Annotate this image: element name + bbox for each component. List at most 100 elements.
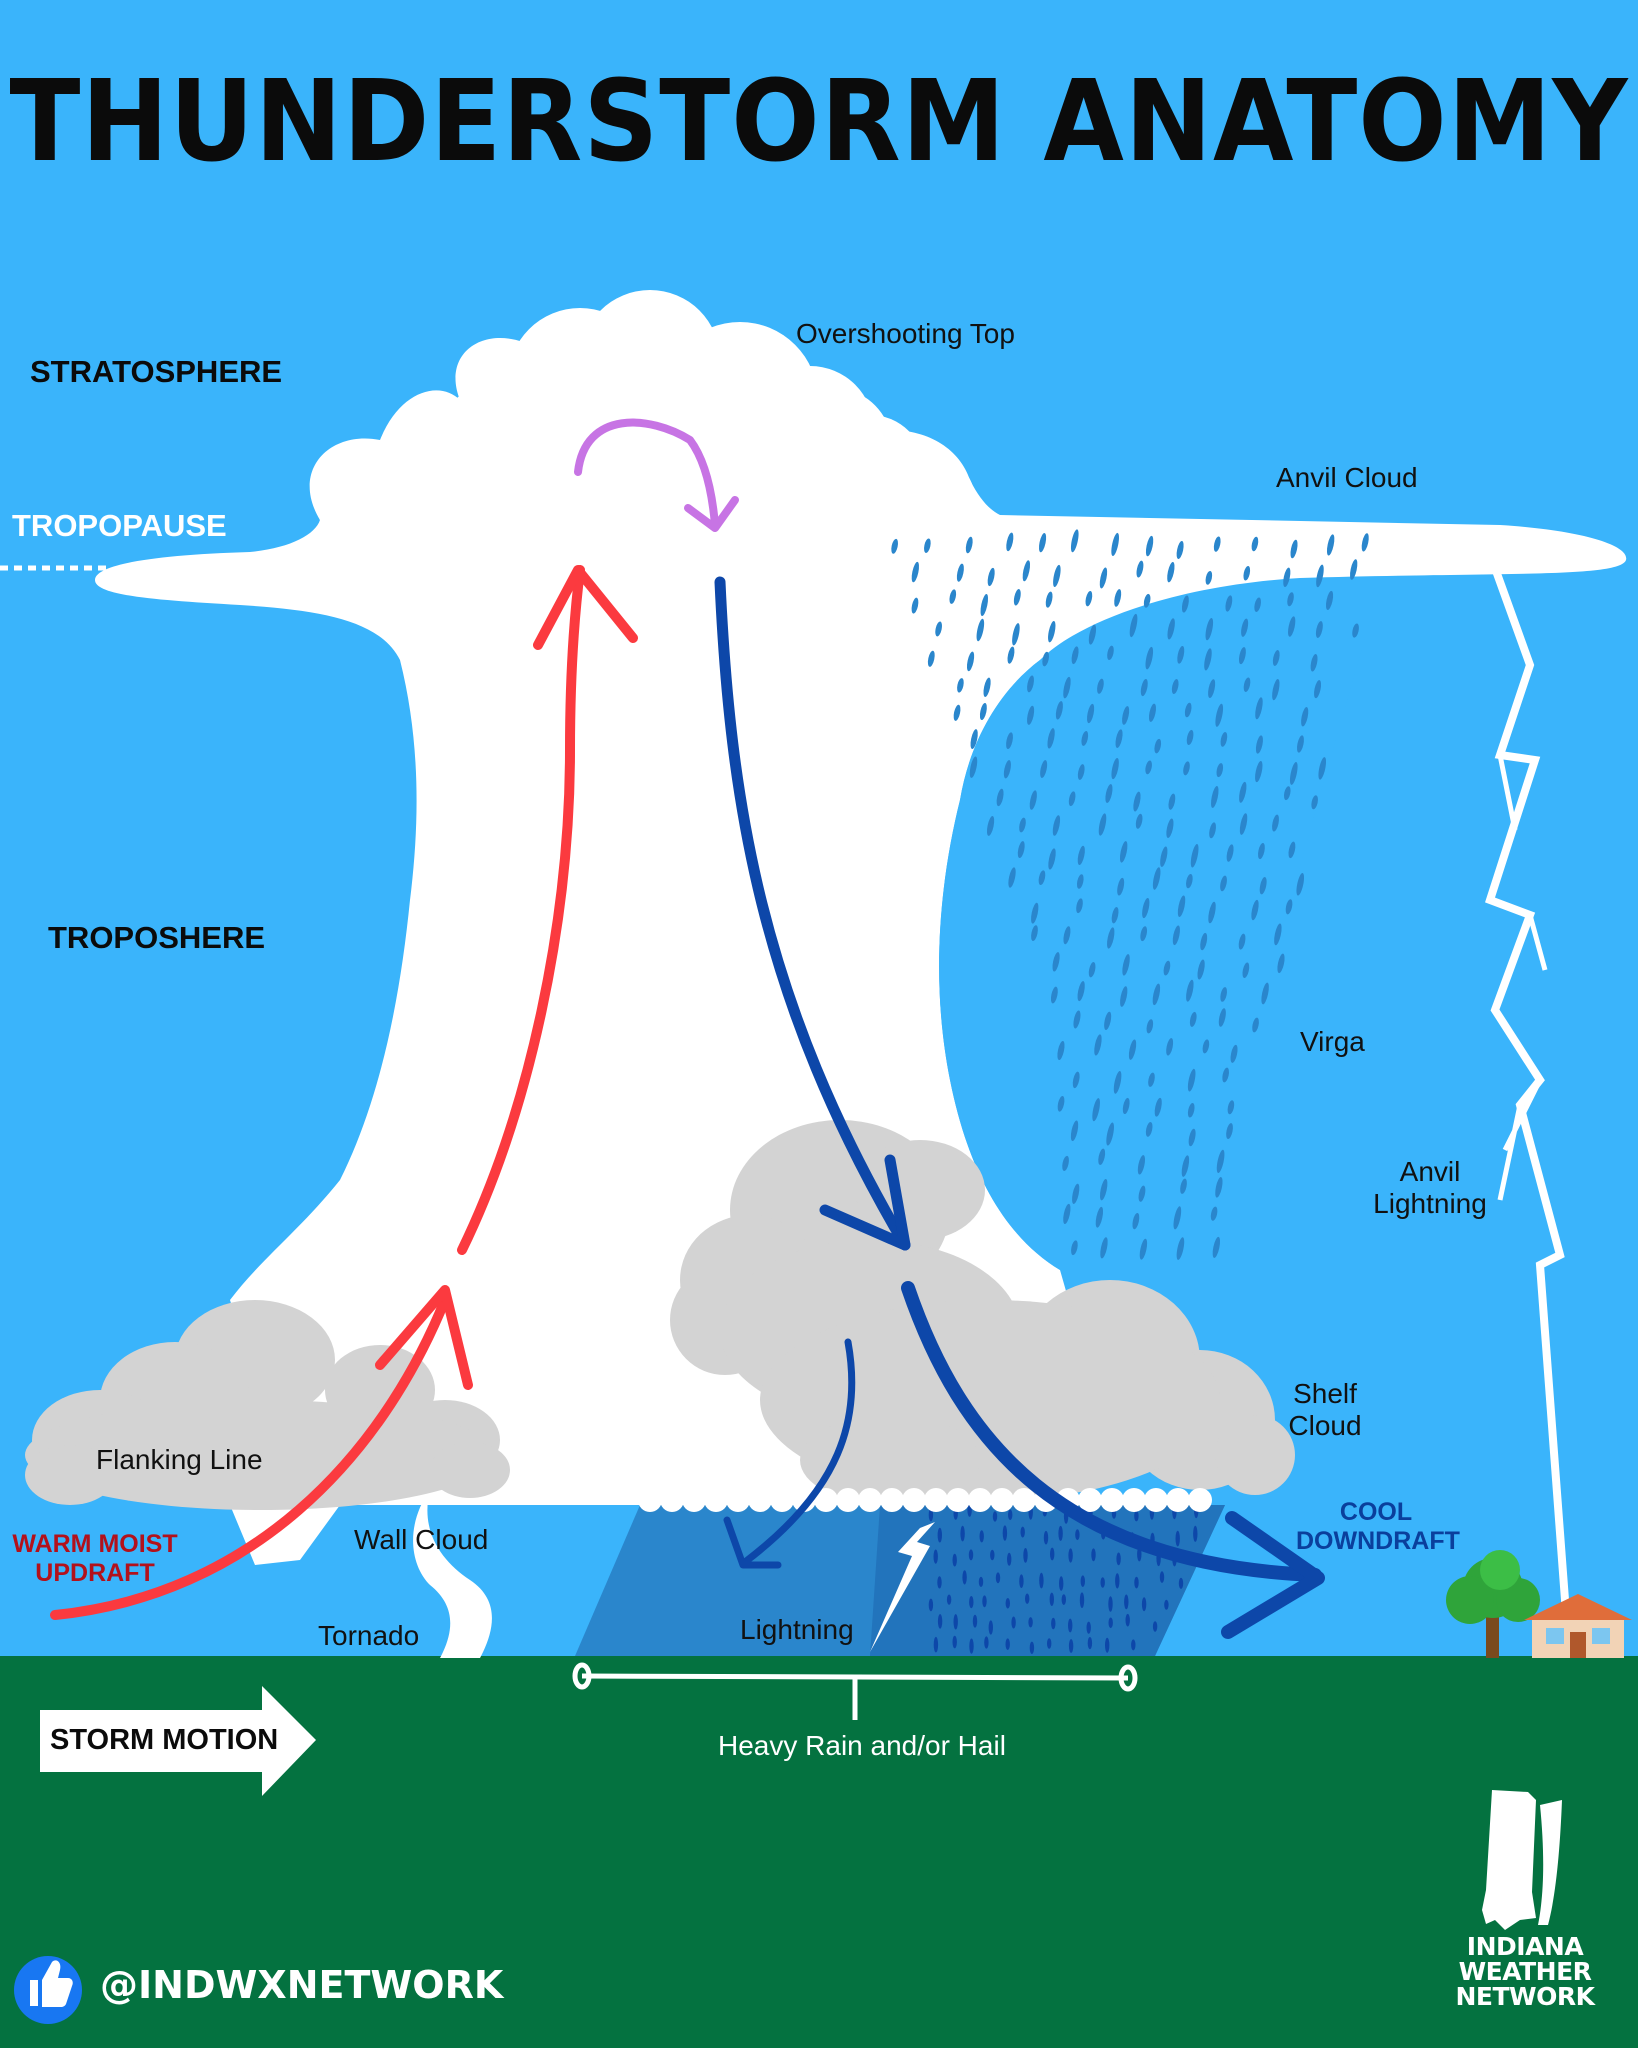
virga-raindrop bbox=[1007, 646, 1015, 664]
virga-raindrop bbox=[1071, 646, 1079, 665]
virga-raindrop bbox=[1255, 697, 1263, 720]
cloud-fringe-puff bbox=[968, 1488, 992, 1512]
virga-raindrop bbox=[1122, 1097, 1130, 1115]
heavy-raindrop bbox=[1091, 1548, 1096, 1562]
virga-raindrop bbox=[1143, 593, 1151, 608]
warm-moist-updraft-arrows bbox=[50, 565, 638, 1620]
heavy-raindrop bbox=[937, 1576, 942, 1589]
storm-motion-arrow bbox=[40, 1686, 316, 1796]
heavy-raindrop bbox=[988, 1620, 993, 1635]
virga-raindrop bbox=[1076, 898, 1083, 914]
virga-raindrop bbox=[1120, 986, 1128, 1007]
heavy-raindrop bbox=[928, 1508, 934, 1522]
heavy-raindrop bbox=[1068, 1639, 1074, 1653]
virga-raindrop bbox=[1226, 844, 1234, 862]
virga-raindrop bbox=[1187, 1103, 1195, 1118]
virga-raindrop bbox=[1152, 983, 1161, 1006]
virga-raindrop bbox=[1215, 703, 1224, 727]
virga-raindrop bbox=[1239, 813, 1248, 835]
shelf-cloud-label-line2: Cloud bbox=[1288, 1410, 1362, 1442]
virga-raindrop bbox=[1220, 987, 1227, 1002]
virga-raindrop bbox=[1166, 818, 1174, 838]
cloud-fringe-puff bbox=[902, 1488, 926, 1512]
virga-raindrop bbox=[1226, 1123, 1233, 1139]
virga-raindrop bbox=[1006, 732, 1013, 749]
virga-raindrop bbox=[1048, 848, 1056, 870]
virga-raindrop bbox=[1310, 654, 1318, 672]
virga-raindrop bbox=[1205, 617, 1214, 641]
virga-raindrop bbox=[1092, 1098, 1100, 1122]
virga-raindrop bbox=[1047, 728, 1055, 749]
virga-raindrop bbox=[1070, 1120, 1079, 1142]
cloud-fringe-puff bbox=[748, 1488, 772, 1512]
cloud-fringe-puff bbox=[1188, 1488, 1212, 1512]
heavy-raindrop bbox=[937, 1527, 942, 1543]
lightning-label: Lightning bbox=[740, 1614, 854, 1645]
virga-raindrop bbox=[1070, 529, 1079, 553]
virga-raindrop bbox=[1038, 533, 1047, 553]
virga-raindrop bbox=[1208, 679, 1216, 699]
cloud-fringe-puff bbox=[682, 1488, 706, 1512]
cool-downdraft-arrows bbox=[714, 576, 1325, 1639]
virga-raindrop bbox=[1115, 729, 1123, 748]
heavy-raindrop bbox=[1061, 1594, 1067, 1605]
heavy-raindrop bbox=[960, 1525, 965, 1542]
heavy-raindrop bbox=[946, 1594, 952, 1605]
virga-raindrop bbox=[1283, 567, 1291, 587]
virga-raindrop bbox=[1099, 1178, 1108, 1201]
shelf-cloud-label: Shelf Cloud bbox=[1270, 1378, 1380, 1442]
anvil-cloud-label: Anvil Cloud bbox=[1276, 462, 1418, 493]
heavy-raindrop bbox=[979, 1530, 984, 1543]
virga-raindrop bbox=[1055, 701, 1063, 720]
anvil-lightning-branch bbox=[1497, 754, 1548, 1201]
virga-raindrop bbox=[1122, 706, 1130, 725]
virga-raindrop bbox=[1181, 595, 1189, 613]
virga-raindrop bbox=[979, 702, 987, 721]
heavy-raindrop bbox=[1068, 1548, 1073, 1563]
virga-raindrop bbox=[1088, 962, 1096, 978]
virga-raindrop bbox=[1152, 867, 1161, 890]
heavy-raindrop bbox=[1105, 1637, 1110, 1653]
heavy-raindrop bbox=[1124, 1594, 1129, 1610]
brand-line2: WEATHER bbox=[1458, 1957, 1592, 1986]
virga-raindrop bbox=[935, 621, 942, 637]
virga-raindrop bbox=[1145, 646, 1154, 670]
social-handle: @INDWXNETWORK bbox=[100, 1963, 504, 2007]
cumulonimbus-cloud bbox=[95, 321, 1627, 1658]
heavy-raindrop bbox=[1011, 1616, 1016, 1629]
heavy-raindrop bbox=[972, 1614, 978, 1628]
virga-raindrop bbox=[980, 594, 989, 616]
virga-raindrop bbox=[969, 756, 978, 778]
virga-raindrop bbox=[1137, 1155, 1145, 1175]
heavy-raindrop bbox=[1002, 1525, 1008, 1541]
virga-raindrop bbox=[1167, 561, 1175, 583]
anvil-lightning-bolt bbox=[1485, 566, 1572, 1641]
virga-raindrop bbox=[1290, 539, 1298, 559]
heavy-raindrop bbox=[992, 1511, 998, 1522]
cloud-fringe-puff bbox=[1144, 1488, 1168, 1512]
virga-raindrop bbox=[1160, 846, 1168, 867]
virga-raindrop bbox=[1085, 591, 1093, 607]
virga-raindrop bbox=[1031, 902, 1039, 924]
virga-raindrop bbox=[953, 704, 961, 721]
shelf-cloud bbox=[670, 1120, 1295, 1505]
cloud-fringe-puff bbox=[814, 1488, 838, 1512]
heavy-raindrop bbox=[984, 1636, 989, 1649]
virga-raindrop bbox=[1287, 592, 1294, 607]
virga-raindrops bbox=[891, 529, 1369, 1260]
heavy-raindrop bbox=[937, 1614, 943, 1629]
virga-raindrop bbox=[1285, 899, 1293, 915]
heavy-raindrop bbox=[1008, 1509, 1013, 1521]
virga-raindrop bbox=[1225, 595, 1233, 612]
wall-cloud-label: Wall Cloud bbox=[354, 1524, 489, 1555]
heavy-rain-label: Heavy Rain and/or Hail bbox=[718, 1730, 1006, 1761]
virga-raindrop bbox=[1188, 1128, 1196, 1147]
ground-lightning-bolt bbox=[870, 1522, 935, 1652]
virga-raindrop bbox=[1216, 1149, 1225, 1174]
cloud-fringe-puff bbox=[990, 1488, 1014, 1512]
heavy-raindrop bbox=[1108, 1617, 1113, 1629]
virga-raindrop bbox=[949, 589, 957, 604]
heavy-raindrop bbox=[1164, 1599, 1169, 1610]
virga-raindrop bbox=[1088, 624, 1097, 645]
